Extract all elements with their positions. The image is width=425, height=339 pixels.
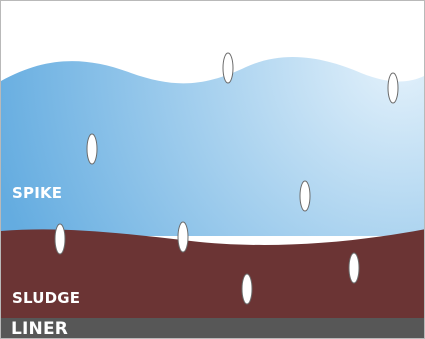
particle — [388, 73, 398, 103]
particle — [349, 253, 359, 283]
particle — [87, 134, 97, 164]
spike-layer — [1, 57, 425, 236]
particle — [178, 222, 188, 252]
particle — [242, 274, 252, 304]
liner-label: LINER — [11, 321, 68, 337]
spike-label: SPIKE — [12, 185, 62, 201]
particle — [223, 53, 233, 83]
particle — [55, 224, 65, 254]
sludge-label: SLUDGE — [12, 290, 80, 306]
particle — [300, 181, 310, 211]
